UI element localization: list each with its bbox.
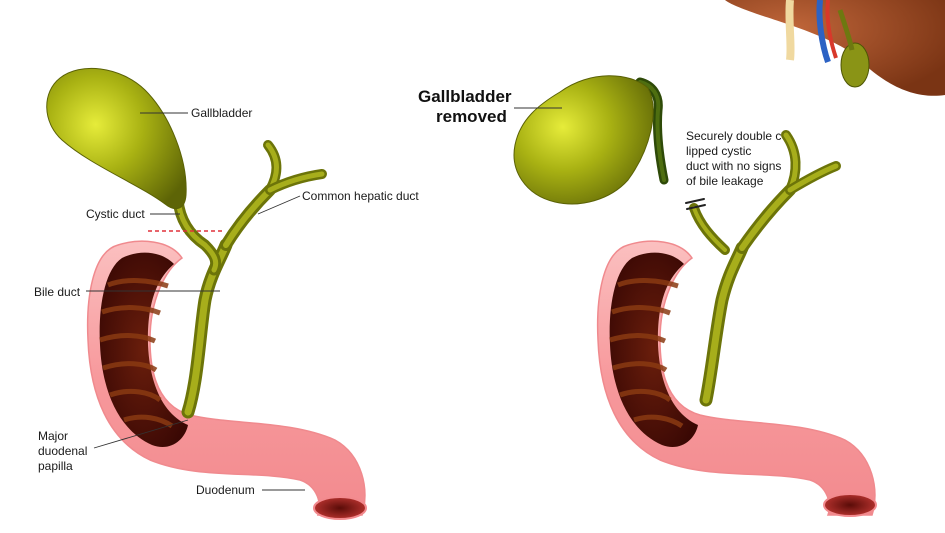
clip-note-line-2: lipped cystic [686, 144, 751, 158]
right-labels: Gallbladder removed Securely double c li… [418, 87, 781, 188]
major-papilla-label-3: papilla [38, 459, 73, 473]
clip-note-line-4: of bile leakage [686, 174, 764, 188]
biliary-ducts-left [172, 140, 327, 419]
cystic-duct-left [172, 194, 222, 276]
right-illustration-post-op [513, 0, 945, 517]
gallbladder-removed-title-1: Gallbladder [418, 87, 512, 106]
major-papilla-label-2: duodenal [38, 444, 87, 458]
gallbladder-left [46, 67, 187, 210]
duodenum-label: Duodenum [196, 483, 255, 497]
duodenum-opening-right [823, 493, 877, 517]
gallbladder-label: Gallbladder [191, 106, 252, 120]
cystic-duct-label: Cystic duct [86, 207, 145, 221]
common-hepatic-duct-leader [257, 195, 301, 215]
left-illustration-intact [46, 67, 367, 520]
duodenum-left [86, 240, 367, 520]
major-papilla-label-1: Major [38, 429, 68, 443]
surgical-clips [685, 198, 706, 210]
liver-fragment [725, 0, 945, 96]
clip-note-line-3: duct with no signs [686, 159, 781, 173]
duodenum-opening-left [313, 496, 367, 520]
gallbladder-removed-title-2: removed [436, 107, 507, 126]
bile-duct-label: Bile duct [34, 285, 81, 299]
left-labels: Gallbladder Cystic duct Common hepatic d… [34, 106, 419, 497]
biliary-ducts-right [685, 130, 841, 407]
duodenum-right [596, 240, 877, 517]
removed-gallbladder [513, 75, 669, 205]
clip-note-line-1: Securely double c [686, 129, 781, 143]
duodenal-lumen-left [99, 252, 188, 448]
common-hepatic-duct-label: Common hepatic duct [302, 189, 419, 203]
major-papilla-leader [93, 419, 189, 449]
